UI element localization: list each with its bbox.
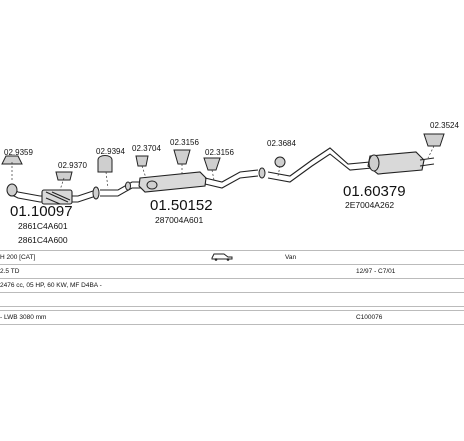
wheelbase-text: - LWB 3080 mm (0, 314, 47, 321)
front-pipe-assembly (6, 183, 100, 205)
main-part-number: 01.10097 (10, 203, 73, 220)
part-number-label: 02.3156 (170, 138, 199, 147)
code-text: C100076 (356, 314, 383, 321)
oem-number: 287004A601 (155, 215, 203, 225)
divider (0, 292, 464, 293)
exhaust-system-diagram: 02.9359 02.9370 02.9394 02.3704 02.3156 … (1, 121, 459, 245)
clamp-icon (97, 155, 113, 173)
model-text: H 200 [CAT] (0, 254, 36, 261)
part-number-label: 02.9394 (96, 147, 125, 156)
oem-number: 2861C4A600 (18, 235, 68, 245)
part-number-label: 02.3704 (132, 144, 161, 153)
part-number-label: 02.3684 (267, 139, 296, 148)
part-number-label: 02.9370 (58, 161, 87, 170)
part-number-label: 02.3156 (205, 148, 234, 157)
part-number-label: 02.9359 (4, 148, 33, 157)
dates-text: 12/97 - C7/01 (356, 268, 396, 275)
rubber-mount-icon (173, 149, 191, 165)
gasket-icon (55, 171, 73, 181)
rubber-mount-icon (203, 157, 221, 171)
engine-text: 2.5 TD (0, 268, 20, 275)
spec-text: 2476 cc, 05 HP, 60 KW, MF D4BA - (0, 282, 102, 289)
middle-silencer-assembly (100, 167, 266, 197)
oem-number: 2861C4A601 (18, 221, 68, 231)
ring-icon (274, 156, 286, 168)
oem-number: 2E7004A262 (345, 200, 394, 210)
rear-silencer-assembly (267, 147, 435, 183)
info-row-engine: 2.5 TD 12/97 - C7/01 (0, 264, 464, 278)
divider (0, 306, 464, 307)
gasket-icon (1, 155, 23, 165)
end-clamp-icon (423, 133, 445, 147)
info-row-wheelbase: - LWB 3080 mm C100076 (0, 310, 464, 324)
part-number-label: 02.3524 (430, 121, 459, 130)
hardware-items (1, 133, 445, 181)
divider (0, 324, 464, 325)
info-row-spec: 2476 cc, 05 HP, 60 KW, MF D4BA - (0, 278, 464, 292)
main-part-number: 01.60379 (343, 183, 406, 200)
main-part-number: 01.50152 (150, 197, 213, 214)
leader-lines (11, 145, 435, 191)
van-icon (210, 251, 234, 266)
hanger-icon (135, 155, 149, 167)
body-type-text: Van (285, 254, 297, 261)
info-row-model: H 200 [CAT] Van (0, 250, 464, 264)
